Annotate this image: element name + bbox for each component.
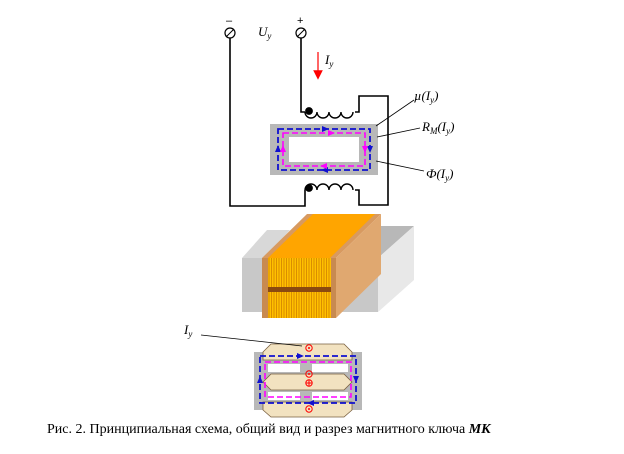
mu-label: µ(Iy)	[414, 88, 439, 105]
voltage-label: Uy	[258, 24, 271, 41]
general-view-3d	[242, 214, 414, 318]
reluctance-label: RM(Iy)	[421, 119, 454, 136]
polarity-dot-bottom	[305, 184, 313, 192]
caption-text: Рис. 2. Принципиальная схема, общий вид …	[47, 422, 469, 437]
bottom-coil	[304, 183, 354, 192]
minus-sign: –	[226, 15, 233, 27]
cross-section	[254, 343, 362, 418]
top-coil	[304, 107, 354, 119]
polarity-dot-top	[305, 107, 313, 115]
terminal-plus	[295, 27, 307, 39]
section-current-callout	[200, 334, 303, 347]
terminal-minus	[224, 27, 236, 39]
callout-lines	[375, 99, 425, 172]
plus-sign: +	[297, 15, 303, 27]
flux-label: Ф(Iy)	[426, 166, 453, 183]
current-label: Iy	[324, 52, 333, 69]
circuit-wires	[229, 38, 389, 207]
magnetic-core-schematic	[270, 124, 378, 175]
caption-bold: МК	[468, 422, 491, 437]
figure-caption: Рис. 2. Принципиальная схема, общий вид …	[47, 422, 607, 438]
section-current-label: Iy	[183, 322, 192, 339]
